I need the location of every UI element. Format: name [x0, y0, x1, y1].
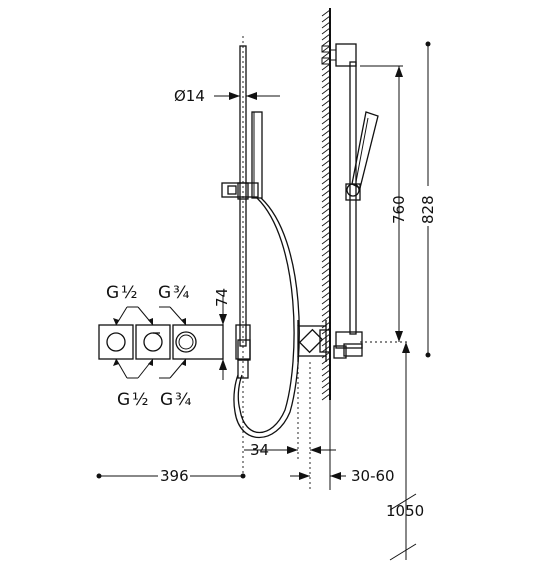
dim-1050-label: 1050 [386, 502, 424, 520]
slide-bar-side [297, 43, 408, 490]
thread-callouts-top [113, 306, 187, 326]
thread-top-right-frac: ¾ [173, 283, 189, 303]
mixer-valve-front [98, 324, 251, 360]
dim-1050 [389, 342, 417, 561]
thread-bottom-right-frac: ¾ [175, 390, 191, 410]
thread-callouts-bottom [113, 358, 187, 379]
dim-74 [219, 295, 227, 380]
dim-30-60-label: 30-60 [351, 467, 395, 485]
thread-top-right: G [158, 283, 171, 303]
thread-top-left-frac: ½ [121, 283, 137, 303]
dim-34-label: 34 [250, 441, 269, 459]
thread-bottom-left: G [117, 390, 130, 410]
dim-760-label: 760 [390, 195, 408, 224]
dim-diameter-label: Ø14 [174, 87, 205, 105]
dim-828 [425, 41, 431, 358]
dim-396-label: 396 [160, 467, 189, 485]
slide-bar-front [221, 36, 300, 480]
dim-760 [360, 65, 403, 342]
thread-top-left: G [106, 283, 119, 303]
dim-828-label: 828 [419, 195, 437, 224]
dim-34 [244, 446, 336, 454]
dim-30-60 [290, 400, 346, 490]
thread-bottom-right: G [160, 390, 173, 410]
thread-bottom-left-frac: ½ [132, 390, 148, 410]
dim-74-label: 74 [213, 288, 231, 307]
dim-diameter [214, 92, 280, 100]
